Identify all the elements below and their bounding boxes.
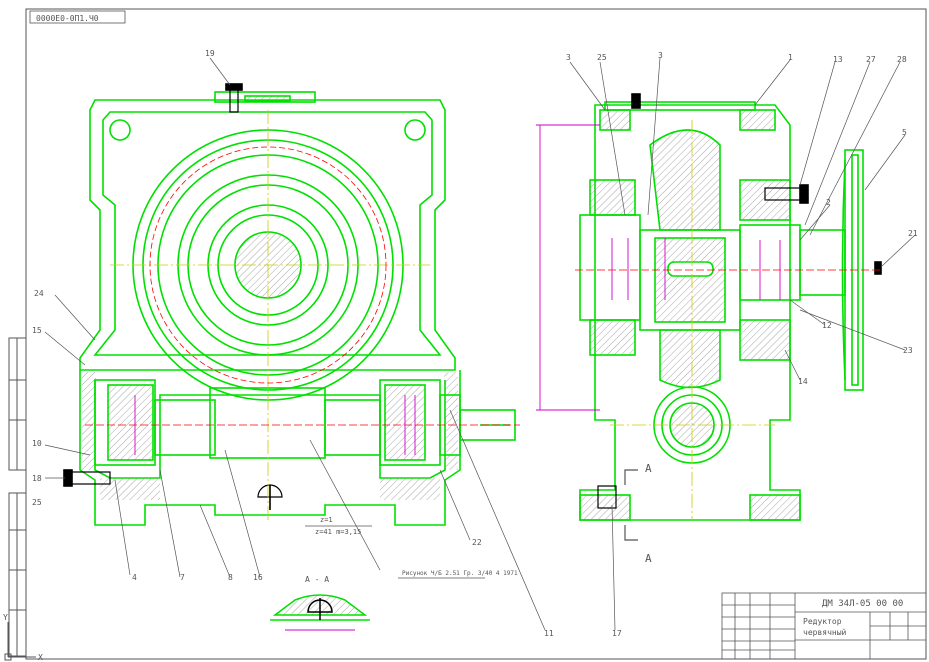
title-block: [721, 592, 927, 660]
right-view-axes: [536, 120, 880, 520]
callout-label: 28: [897, 55, 907, 64]
axis-y-label: Y: [3, 613, 8, 622]
callout-label: 1: [788, 53, 793, 62]
note-line-3: Рисунок Ч/Б 2.51 Гр. 3/40 4 1971: [402, 570, 518, 577]
axis-x-label: X: [38, 653, 43, 662]
right-view-housing: [579, 93, 882, 521]
callout-label: 22: [472, 538, 482, 547]
callout-label: 14: [798, 377, 808, 386]
callout-label: 27: [866, 55, 876, 64]
callout-label: 5: [902, 128, 907, 137]
leader-lines: [44, 57, 916, 631]
callout-label: 25: [597, 53, 607, 62]
callout-label: 17: [612, 629, 622, 638]
section-arrows: [624, 469, 638, 541]
callout-label: 2: [826, 198, 831, 207]
callout-label: 15: [32, 326, 42, 335]
top-stamp: 0000Е0-0П1.Ч0: [29, 10, 126, 24]
drawing-number: ДМ 34Л-05 00 00: [822, 599, 903, 609]
callout-label: 3: [566, 53, 571, 62]
callout-label: 3: [658, 51, 663, 60]
callout-label: 7: [180, 573, 185, 582]
view-arrow-top-label: А: [645, 462, 652, 475]
callout-label: 8: [228, 573, 233, 582]
left-view-housing: [63, 83, 516, 526]
callout-label: 24: [34, 289, 44, 298]
note-line-2: z=41 m=3,15: [315, 528, 361, 536]
callout-label: 13: [833, 55, 843, 64]
callout-label: 4: [132, 573, 137, 582]
top-stamp-text: 0000Е0-0П1.Ч0: [36, 14, 99, 23]
callouts-right: 3 25 3 1 13 27 28 5 2 21 23 12 14 17: [566, 51, 918, 638]
sheet-frame: [8, 8, 927, 660]
callout-label: 21: [908, 229, 918, 238]
note-line-1: z=1: [320, 516, 333, 524]
ucs-axis-icon: [4, 622, 36, 661]
view-arrow-bottom-label: А: [645, 552, 652, 565]
callout-label: 11: [544, 629, 554, 638]
callout-label: 16: [253, 573, 263, 582]
drawing-title-line1: Редуктор: [803, 617, 842, 626]
drawing-title-line2: червячный: [803, 628, 847, 637]
callout-label: 19: [205, 49, 215, 58]
callout-label: 10: [32, 439, 42, 448]
callout-label: 18: [32, 474, 42, 483]
section-aa-view: [270, 594, 370, 631]
callout-label: 23: [903, 346, 913, 355]
callout-label: 25: [32, 498, 42, 507]
left-view-axes: [85, 110, 520, 520]
callout-label: 12: [822, 321, 832, 330]
section-aa-label: А - А: [305, 575, 329, 584]
callouts-left: 19 24 15 10 18 25 4 7 8 16 22 11: [32, 49, 554, 638]
